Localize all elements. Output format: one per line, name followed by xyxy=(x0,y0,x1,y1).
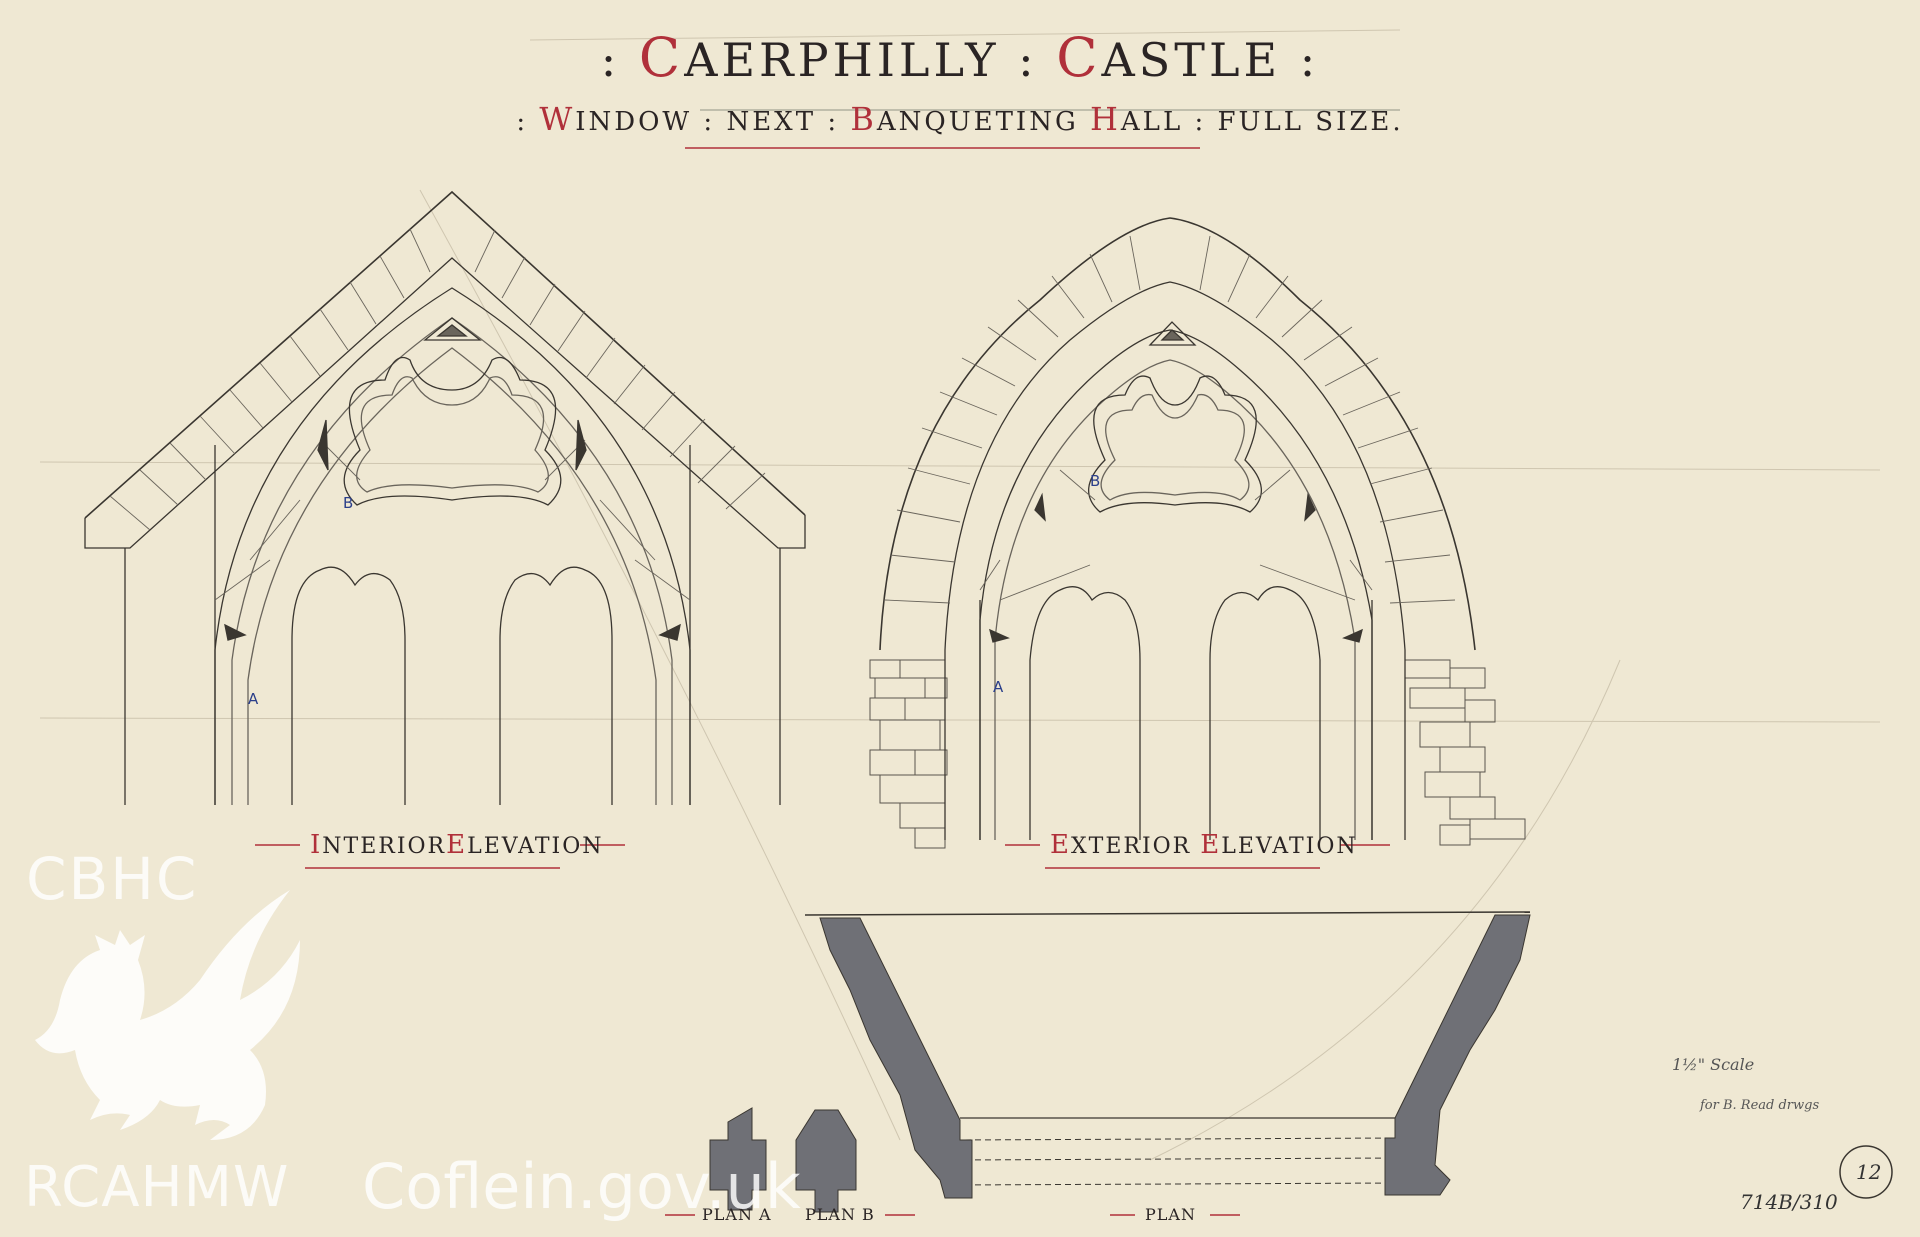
title-cap-1: C xyxy=(638,26,685,89)
sheet-number-circle xyxy=(1839,1145,1893,1199)
label-rules xyxy=(255,109,1400,1216)
marker-a-interior: A xyxy=(248,690,259,708)
subtitle-sep: : xyxy=(516,107,529,137)
subtitle-word-5: FULL SIZE. xyxy=(1217,107,1404,137)
subtitle-word-2: NEXT xyxy=(726,107,817,137)
watermark-coflein: Coflein.gov.uk xyxy=(362,1150,801,1223)
title-cap-2: C xyxy=(1056,26,1102,89)
pencil-reference-note: for B. Read drwgs xyxy=(1700,1098,1820,1113)
subtitle-word-1: INDOW xyxy=(575,107,693,137)
archive-reference-number: 714B/310 xyxy=(1740,1190,1838,1214)
plan-a-profile xyxy=(709,1107,767,1211)
drawing-subtitle: : WINDOW : NEXT : BANQUETING HALL : FULL… xyxy=(0,100,1920,138)
marker-b-interior: B xyxy=(343,494,354,512)
title-sep: : xyxy=(1018,33,1038,87)
interior-elevation xyxy=(84,190,806,805)
title-sep: : xyxy=(1299,33,1320,87)
interior-label-cap-2: E xyxy=(446,830,468,860)
plan-b-label: PLAN B xyxy=(805,1205,875,1224)
plan-section xyxy=(804,911,1531,1199)
drawing-title: : CAERPHILLY : CASTLE : xyxy=(0,26,1920,89)
subtitle-sep: : xyxy=(1194,107,1207,137)
title-sep: : xyxy=(600,33,621,87)
exterior-label-word-2: LEVATION xyxy=(1221,834,1358,859)
pencil-scale-note: 1½" Scale xyxy=(1672,1055,1755,1074)
exterior-elevation-label: EXTERIOR ELEVATION xyxy=(1050,830,1358,860)
interior-label-word-1: NTERIOR xyxy=(322,834,447,859)
title-word-2: ASTLE xyxy=(1101,33,1282,87)
plan-label: PLAN xyxy=(1145,1205,1196,1224)
interior-elevation-label: INTERIORELEVATION xyxy=(310,830,604,860)
watermark-rcahmw: RCAHMW xyxy=(24,1155,290,1220)
exterior-label-cap-1: E xyxy=(1050,830,1071,860)
construction-lines xyxy=(39,29,1881,1161)
subtitle-word-3: ANQUETING xyxy=(876,107,1079,137)
interior-label-cap-1: I xyxy=(310,830,323,860)
exterior-elevation xyxy=(869,217,1526,849)
exterior-label-word-1: XTERIOR xyxy=(1070,834,1192,859)
subtitle-sep: : xyxy=(703,107,716,137)
subtitle-cap-1: W xyxy=(539,100,576,138)
marker-b-exterior: B xyxy=(1090,472,1101,490)
title-word-1: AERPHILLY xyxy=(684,33,1000,87)
watermark-cbhc: CBHC xyxy=(26,845,199,913)
welsh-dragon-icon xyxy=(35,890,300,1140)
plan-b-profile xyxy=(795,1109,857,1213)
marker-a-exterior: A xyxy=(993,678,1004,696)
subtitle-cap-3: B xyxy=(850,100,877,138)
subtitle-sep: : xyxy=(827,107,840,137)
subtitle-cap-4: H xyxy=(1090,100,1121,138)
sheet-number: 12 xyxy=(1856,1160,1882,1184)
exterior-label-cap-2: E xyxy=(1200,830,1222,860)
interior-label-word-2: LEVATION xyxy=(467,834,604,859)
plan-a-label: PLAN A xyxy=(702,1205,772,1224)
subtitle-word-4: ALL xyxy=(1120,107,1184,137)
